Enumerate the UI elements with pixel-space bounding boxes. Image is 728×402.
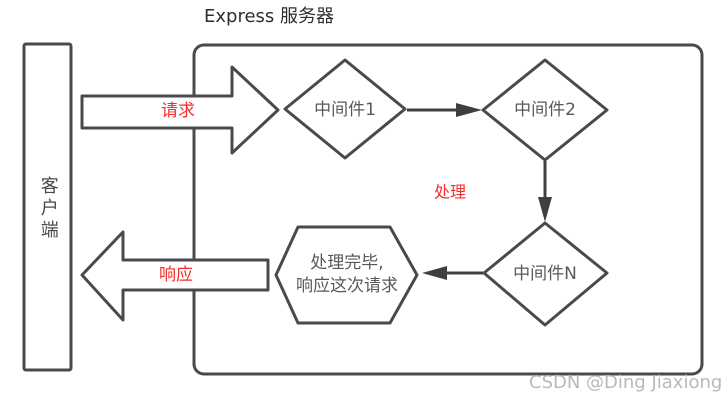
middlewareN-label: 中间件N — [513, 263, 577, 284]
process-label: 处理 — [433, 182, 467, 202]
middleware1-label: 中间件1 — [314, 99, 376, 120]
arrow-down-icon — [538, 197, 552, 222]
finish-label-line1: 处理完毕, — [310, 253, 384, 273]
finish-label: 处理完毕, 响应这次请求 — [296, 252, 398, 298]
middleware2-diamond — [481, 58, 609, 162]
connector-mw1-mw2 — [407, 103, 482, 117]
arrow-right-icon — [456, 103, 482, 117]
response-arrow — [80, 230, 270, 322]
server-box — [192, 43, 704, 376]
client-box — [22, 42, 73, 372]
finish-hexagon — [274, 225, 419, 325]
connector-mw2-mwN — [538, 161, 552, 222]
response-label: 响应 — [159, 264, 193, 285]
middleware1-diamond — [283, 58, 407, 160]
request-arrow — [80, 65, 280, 155]
client-label: 客户端 — [37, 176, 59, 242]
arrow-left-icon — [422, 266, 447, 280]
connector-mwN-finish — [422, 266, 483, 280]
finish-label-line2: 响应这次请求 — [296, 276, 398, 296]
csdn-watermark: CSDN @Ding Jiaxiong — [529, 372, 723, 393]
middleware2-label: 中间件2 — [514, 99, 576, 120]
request-label: 请求 — [161, 100, 195, 121]
server-title: Express 服务器 — [203, 6, 335, 28]
middlewareN-diamond — [482, 221, 609, 327]
